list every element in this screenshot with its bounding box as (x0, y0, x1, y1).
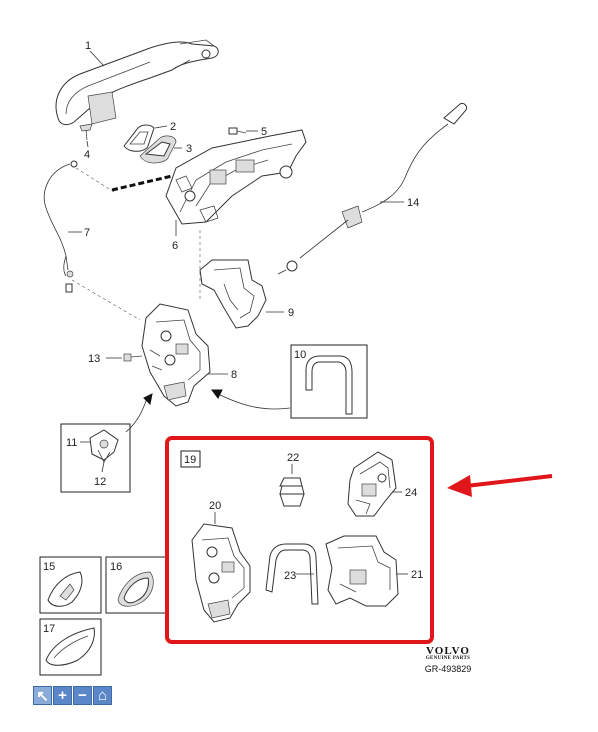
callout-15: 15 (43, 561, 55, 573)
kit-19-label-box (180, 450, 201, 468)
callout-4: 4 (84, 149, 90, 161)
part-10-box (290, 344, 368, 419)
seal-part-3 (139, 135, 177, 164)
part-11-box (60, 423, 131, 493)
volvo-logo: VOLVO (426, 645, 470, 657)
callout-5: 5 (261, 126, 267, 138)
callout-3: 3 (186, 143, 192, 155)
callout-13: 13 (88, 353, 100, 365)
callout-7: 7 (84, 227, 90, 239)
callout-1: 1 (85, 40, 91, 52)
gasket-part-2 (123, 124, 155, 152)
home-icon[interactable]: ⌂ (93, 686, 112, 705)
callout-14: 14 (407, 197, 419, 209)
diagram-code: GR-493829 (424, 664, 472, 674)
callout-17: 17 (43, 623, 55, 635)
callout-24: 24 (405, 487, 417, 499)
pointer-icon[interactable]: ↖ (33, 686, 52, 705)
viewer-toolbar: ↖ + − ⌂ (33, 686, 112, 705)
callout-12: 12 (94, 476, 106, 488)
clip-part-11 (89, 429, 119, 463)
actuator-part-24 (347, 451, 397, 517)
callout-6: 6 (172, 240, 178, 252)
zoom-out-icon[interactable]: − (73, 686, 92, 705)
part-15-box (39, 556, 102, 614)
cable-part-7 (44, 160, 78, 293)
callout-10: 10 (294, 349, 306, 361)
door-handle-part (55, 39, 219, 126)
part-17-box (39, 618, 102, 676)
callout-11: 11 (66, 437, 77, 449)
highlight-box (165, 436, 434, 644)
red-arrow (447, 474, 553, 497)
housing-part-21 (325, 535, 399, 607)
callout-19: 19 (184, 454, 196, 466)
cable-part-14 (277, 103, 467, 275)
callout-21: 21 (411, 569, 423, 581)
callout-8: 8 (231, 369, 237, 381)
lock-part-8 (141, 303, 211, 407)
lock-part-20 (191, 523, 251, 623)
callout-2: 2 (170, 121, 176, 133)
callout-16: 16 (110, 561, 122, 573)
volvo-brand: VOLVO GENUINE PARTS GR-493829 (412, 645, 484, 674)
screw-part-13 (123, 353, 143, 362)
zoom-in-icon[interactable]: + (53, 686, 72, 705)
shield-part-9 (199, 259, 267, 329)
genuine-parts-label: GENUINE PARTS (425, 656, 471, 661)
callout-22: 22 (287, 452, 299, 464)
callout-20: 20 (209, 500, 221, 512)
callout-23: 23 (284, 570, 296, 582)
screw-part-4 (79, 123, 93, 141)
bellows-part-22 (279, 477, 305, 507)
bolt-part-5 (228, 127, 247, 135)
callout-9: 9 (288, 307, 294, 319)
handle-carrier-part (165, 129, 307, 225)
